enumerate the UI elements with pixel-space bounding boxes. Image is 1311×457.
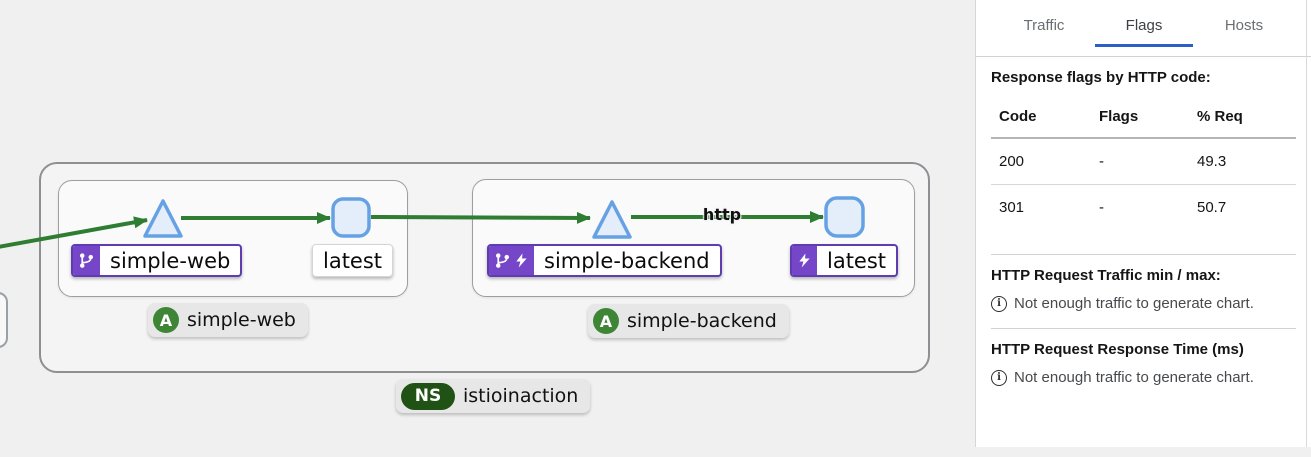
traffic-edges[interactable] bbox=[0, 211, 824, 249]
node-label-backend-latest[interactable]: latest bbox=[790, 244, 899, 277]
namespace-badge-icon: NS bbox=[401, 382, 455, 410]
no-traffic-text: Not enough traffic to generate chart. bbox=[1014, 369, 1254, 386]
code-branch-icon bbox=[496, 253, 509, 268]
service-name: simple-backend bbox=[544, 248, 710, 273]
app-pill-label: simple-backend bbox=[627, 310, 777, 332]
traffic-chart-title: HTTP Request Traffic min / max: bbox=[991, 267, 1221, 284]
cell-pct-req: 50.7 bbox=[1197, 184, 1296, 230]
cell-code: 301 bbox=[991, 184, 1099, 230]
flags-section-title: Response flags by HTTP code: bbox=[991, 69, 1211, 86]
workload-name: latest bbox=[323, 248, 383, 273]
panel-tabs: Traffic Flags Hosts bbox=[976, 0, 1311, 47]
namespace-label: istioinaction bbox=[463, 385, 579, 407]
traffic-chart-message: i Not enough traffic to generate chart. bbox=[991, 295, 1296, 312]
lightning-bolt-icon bbox=[799, 253, 810, 268]
service-node-simple-backend[interactable] bbox=[592, 200, 632, 239]
workload-name: latest bbox=[827, 248, 887, 273]
namespace-pill[interactable]: NS istioinaction bbox=[396, 379, 591, 413]
edge-inbound[interactable] bbox=[0, 216, 148, 249]
code-branch-icon bbox=[80, 253, 93, 268]
flags-table-header-row: Code Flags % Req bbox=[991, 99, 1296, 139]
lightning-bolt-icon bbox=[516, 253, 527, 268]
tab-hosts[interactable]: Hosts bbox=[1224, 17, 1264, 34]
tab-traffic[interactable]: Traffic bbox=[1023, 17, 1065, 34]
table-row: 200 - 49.3 bbox=[991, 138, 1296, 185]
edge-protocol-label: http bbox=[702, 205, 742, 224]
table-row: 301 - 50.7 bbox=[991, 184, 1296, 230]
cell-flags: - bbox=[1099, 153, 1104, 170]
info-circle-icon: i bbox=[991, 295, 1007, 312]
cell-code: 200 bbox=[999, 153, 1025, 170]
node-label-simple-web[interactable]: simple-web bbox=[71, 244, 243, 277]
workload-node-backend-latest[interactable] bbox=[824, 196, 865, 238]
virtual-service-badge bbox=[73, 246, 100, 275]
column-header-pct-req: % Req bbox=[1197, 99, 1296, 139]
column-header-code: Code bbox=[991, 99, 1099, 139]
flags-table: Code Flags % Req 200 - 49.3 301 - 50.7 bbox=[991, 99, 1296, 230]
no-traffic-text: Not enough traffic to generate chart. bbox=[1014, 295, 1254, 312]
column-header-flags: Flags bbox=[1099, 99, 1197, 139]
service-name: simple-web bbox=[110, 248, 231, 273]
response-time-chart-message: i Not enough traffic to generate chart. bbox=[991, 369, 1296, 386]
app-pill-simple-web[interactable]: A simple-web bbox=[148, 303, 308, 337]
node-label-simple-backend[interactable]: simple-backend bbox=[487, 244, 722, 277]
app-pill-label: simple-web bbox=[187, 309, 296, 331]
bolt-badge bbox=[792, 246, 817, 275]
tab-flags[interactable]: Flags bbox=[1094, 17, 1194, 47]
edge-web-to-backend-service[interactable] bbox=[370, 211, 591, 224]
info-circle-icon: i bbox=[991, 369, 1007, 386]
graph-edges-and-nodes bbox=[0, 196, 865, 249]
app-badge-icon: A bbox=[153, 307, 179, 333]
cell-flags: - bbox=[1099, 184, 1197, 230]
workload-node-web-latest[interactable] bbox=[331, 197, 371, 238]
section-divider bbox=[991, 328, 1296, 329]
summary-panel: Traffic Flags Hosts Response flags by HT… bbox=[975, 0, 1311, 447]
app-pill-simple-backend[interactable]: A simple-backend bbox=[588, 304, 789, 338]
graph-canvas[interactable]: http simple-web late bbox=[0, 0, 975, 457]
tabs-divider bbox=[976, 56, 1311, 57]
app-badge-icon: A bbox=[593, 308, 619, 334]
section-divider bbox=[991, 254, 1296, 255]
virtual-service-and-bolt-badge bbox=[489, 246, 534, 275]
response-time-chart-title: HTTP Request Response Time (ms) bbox=[991, 341, 1244, 358]
service-node-simple-web[interactable] bbox=[143, 199, 183, 238]
cell-pct-req: 49.3 bbox=[1197, 153, 1227, 170]
node-label-web-latest[interactable]: latest bbox=[312, 244, 394, 277]
panel-right-edge bbox=[1306, 0, 1307, 447]
